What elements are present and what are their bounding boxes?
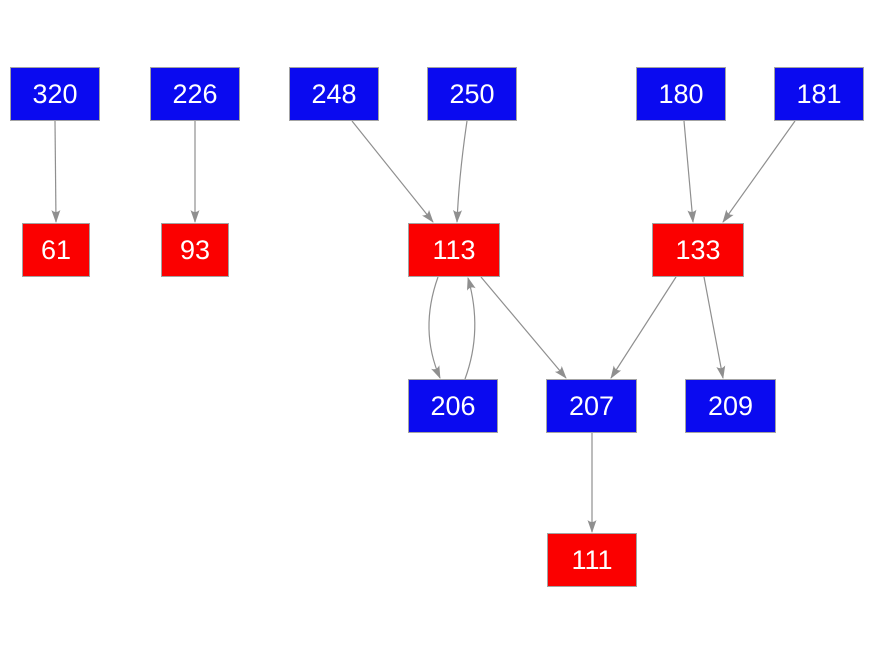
node-206[interactable]: 206	[408, 379, 498, 433]
node-label: 250	[449, 78, 495, 109]
node-207[interactable]: 207	[546, 379, 637, 433]
node-248[interactable]: 248	[289, 67, 379, 121]
edge-133-to-209	[703, 276, 726, 379]
node-226[interactable]: 226	[150, 67, 240, 121]
node-label: 248	[311, 78, 357, 109]
node-label: 181	[796, 78, 842, 109]
node-209[interactable]: 209	[685, 379, 776, 433]
node-label: 206	[430, 390, 476, 421]
node-181[interactable]: 181	[774, 67, 864, 121]
node-label: 61	[40, 234, 72, 265]
node-180[interactable]: 180	[636, 67, 726, 121]
node-label: 207	[568, 390, 615, 421]
node-320[interactable]: 320	[10, 67, 100, 121]
edge-180-to-133	[683, 120, 697, 223]
edge-133-to-207	[610, 276, 677, 379]
edge-181-to-133	[722, 120, 796, 223]
edge-113-to-206	[428, 276, 441, 379]
node-label: 180	[658, 78, 704, 109]
node-label: 111	[571, 544, 613, 575]
node-label: 133	[675, 234, 721, 265]
node-label: 113	[432, 234, 476, 265]
edge-248-to-113	[351, 120, 434, 223]
node-label: 320	[32, 78, 78, 109]
node-label: 226	[172, 78, 218, 109]
node-250[interactable]: 250	[427, 67, 517, 121]
node-93[interactable]: 93	[161, 223, 229, 277]
node-61[interactable]: 61	[22, 223, 90, 277]
node-label: 209	[707, 390, 754, 421]
edge-250-to-113	[453, 120, 468, 223]
node-133[interactable]: 133	[652, 223, 744, 277]
edge-113-to-207	[480, 276, 567, 379]
edge-320-to-61	[51, 120, 61, 223]
edge-206-to-113	[464, 277, 476, 380]
node-label: 93	[179, 234, 211, 265]
edges-group	[51, 120, 796, 533]
node-111[interactable]: 111	[547, 533, 637, 587]
node-113[interactable]: 113	[408, 223, 500, 277]
